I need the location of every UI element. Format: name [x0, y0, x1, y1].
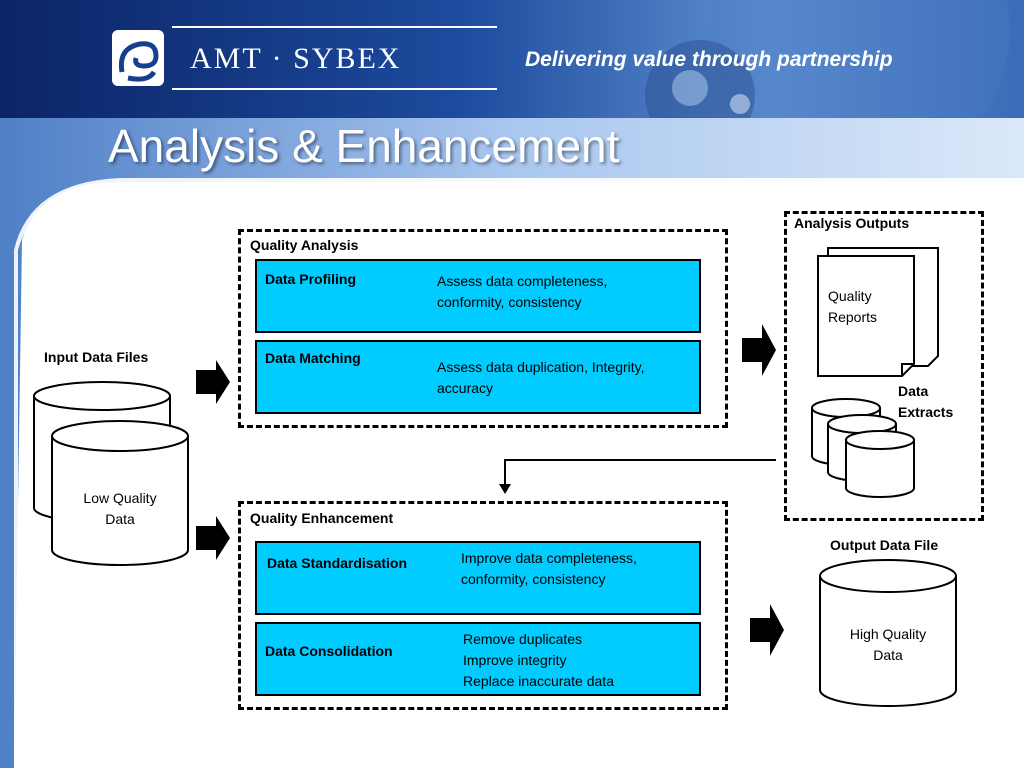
description-line: Improve data completeness,	[461, 550, 637, 566]
process-description: Remove duplicates Improve integrity Repl…	[463, 629, 614, 692]
process-box-data-consolidation: Data Consolidation Remove duplicates Imp…	[255, 622, 701, 696]
process-description: Assess data duplication, Integrity, accu…	[437, 357, 645, 399]
description-line: accuracy	[437, 380, 494, 396]
process-name: Data Standardisation	[267, 555, 408, 571]
quality-enhancement-label: Quality Enhancement	[250, 510, 394, 526]
output-data-file-heading: Output Data File	[830, 537, 939, 553]
input-cylinder-label: Low Quality Data	[52, 488, 188, 530]
analysis-outputs-label: Analysis Outputs	[794, 215, 910, 231]
quality-analysis-label: Quality Analysis	[250, 237, 359, 253]
description-line: conformity, consistency	[437, 294, 582, 310]
slide-title: Analysis & Enhancement	[108, 120, 620, 172]
company-logo-text: AMT · SYBEX	[190, 42, 402, 75]
feedback-connector	[499, 459, 776, 494]
process-box-data-profiling: Data Profiling Assess data completeness,…	[255, 259, 701, 333]
quality-reports-line-2: Reports	[828, 309, 878, 325]
quality-reports-label: Quality Reports	[828, 286, 877, 328]
quality-analysis-group	[238, 229, 728, 428]
quality-reports-line-1: Quality	[828, 288, 872, 304]
data-extracts-line-1: Data	[898, 383, 929, 399]
analysis-outputs-group	[784, 211, 984, 521]
arrow-enhancement-to-output	[750, 604, 784, 656]
data-extracts-line-2: Extracts	[898, 404, 954, 420]
input-cylinder-label-line-2: Data	[105, 511, 135, 527]
arrow-analysis-to-outputs	[742, 324, 776, 376]
output-cylinder-label-line-2: Data	[873, 647, 903, 663]
process-description: Assess data completeness, conformity, co…	[437, 271, 607, 313]
output-cylinder-label: High Quality Data	[820, 624, 956, 666]
description-line: Remove duplicates	[463, 631, 583, 647]
input-data-files-heading: Input Data Files	[44, 349, 149, 365]
input-cylinder-label-line-1: Low Quality	[83, 490, 157, 506]
description-line: Improve integrity	[463, 652, 567, 668]
input-cylinder-front	[51, 420, 189, 566]
output-cylinder	[819, 559, 957, 707]
tagline: Delivering value through partnership	[525, 48, 893, 71]
description-line: Replace inaccurate data	[463, 673, 614, 689]
data-extracts-cylinders	[811, 398, 915, 498]
arrow-input-to-enhancement	[196, 516, 230, 560]
process-box-data-standardisation: Data Standardisation Improve data comple…	[255, 541, 701, 615]
description-line: Assess data completeness,	[437, 273, 608, 289]
description-line: conformity, consistency	[461, 571, 606, 587]
data-extracts-label: Data Extracts	[898, 381, 953, 423]
arrow-input-to-analysis	[196, 360, 230, 404]
process-description: Improve data completeness, conformity, c…	[461, 548, 637, 590]
process-name: Data Profiling	[265, 271, 357, 287]
quality-enhancement-group	[238, 501, 728, 710]
process-name: Data Consolidation	[265, 643, 393, 659]
process-name: Data Matching	[265, 350, 361, 366]
process-box-data-matching: Data Matching Assess data duplication, I…	[255, 340, 701, 414]
description-line: Assess data duplication, Integrity,	[437, 359, 645, 375]
quality-reports-document	[817, 247, 939, 377]
output-cylinder-label-line-1: High Quality	[849, 626, 927, 642]
